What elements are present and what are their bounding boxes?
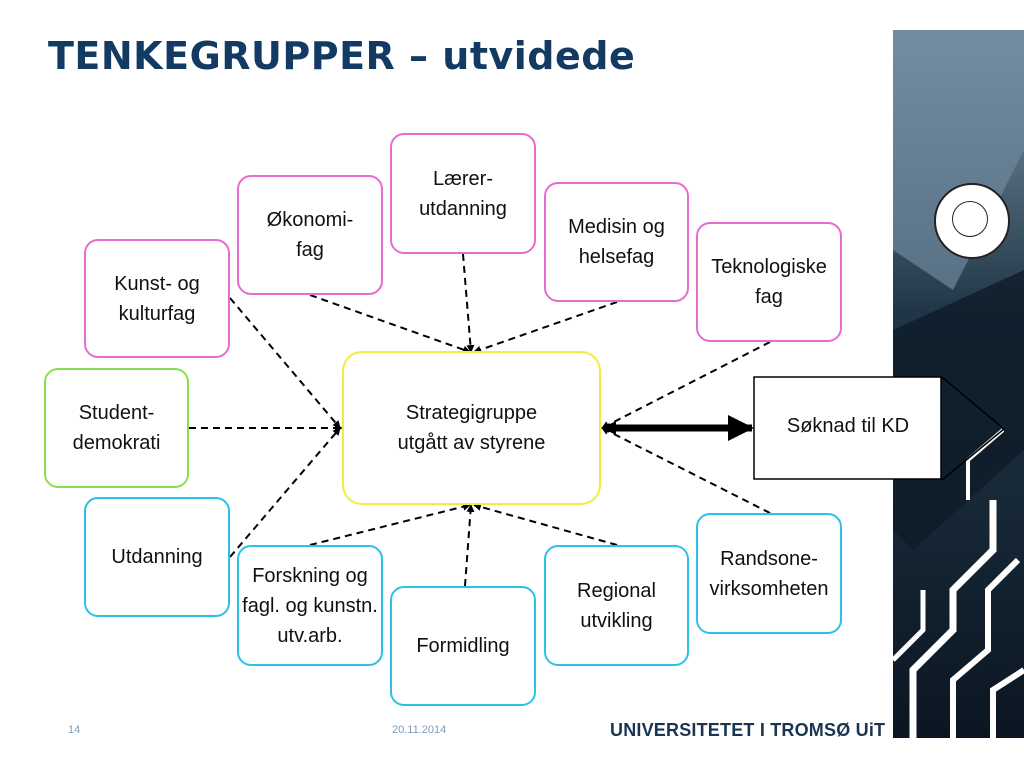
- node-strategigruppe: Strategigruppe utgått av styrene: [342, 351, 601, 505]
- node-randsone-label: Randsone- virksomheten: [709, 547, 829, 600]
- node-randsone-virksomheten: Randsone- virksomheten: [696, 513, 842, 634]
- node-teknologiske-label: Teknologiske fag: [711, 256, 827, 308]
- node-forskning: Forskning og fagl. og kunstn. utv.arb.: [237, 545, 383, 666]
- node-strategi-label: Strategigruppe utgått av styrene: [397, 402, 546, 454]
- page-title: TENKEGRUPPER – utvidede: [48, 34, 636, 78]
- connector-medisin: [473, 301, 618, 354]
- connector-regional: [473, 503, 618, 546]
- node-laerer-utdanning: Lærer- utdanning: [390, 133, 536, 254]
- connector-forskning: [309, 502, 471, 546]
- node-regional-label: Regional utvikling: [577, 579, 656, 632]
- node-formidling-label: Formidling: [416, 635, 510, 657]
- node-regional-utvikling: Regional utvikling: [544, 545, 689, 666]
- node-kunst-og-kulturfag: Kunst- og kulturfag: [84, 239, 230, 358]
- footer-date: 20.11.2014: [392, 724, 447, 736]
- node-kunst-label: Kunst- og kulturfag: [114, 272, 200, 325]
- node-student-demokrati: Student- demokrati: [44, 368, 189, 488]
- soknad-label: Søknad til KD: [786, 415, 910, 437]
- node-okonomi-label: Økonomi- fag: [266, 209, 354, 261]
- node-utdanning-label: Utdanning: [111, 546, 203, 568]
- node-laerer-label: Lærer- utdanning: [419, 167, 507, 220]
- university-seal-icon: [934, 183, 1010, 259]
- node-medisin-og-helsefag: Medisin og helsefag: [544, 182, 689, 302]
- node-student-label: Student- demokrati: [72, 402, 161, 454]
- connector-okonomi: [309, 294, 471, 354]
- connector-utdanning: [229, 427, 341, 558]
- soknad-chevron-icon: [941, 376, 1006, 481]
- connector-teknologiske: [601, 341, 771, 429]
- node-okonomi-fag: Økonomi- fag: [237, 175, 383, 295]
- decorative-side-panel: [893, 30, 1024, 738]
- node-utdanning: Utdanning: [84, 497, 230, 617]
- connector-formidling: [464, 504, 475, 587]
- connector-randsone: [601, 427, 771, 514]
- connector-kunst: [229, 297, 341, 429]
- soknad-arrow-shape: [753, 376, 942, 480]
- connector-laerer: [462, 253, 475, 353]
- node-medisin-label: Medisin og helsefag: [568, 216, 665, 268]
- node-formidling: Formidling: [390, 586, 536, 706]
- node-teknologiske-fag: Teknologiske fag: [696, 222, 842, 342]
- page-number: 14: [68, 724, 81, 736]
- university-logo-text: UNIVERSITETET I TROMSØ UiT: [610, 720, 886, 740]
- node-forskning-label: Forskning og fagl. og kunstn. utv.arb.: [242, 564, 378, 647]
